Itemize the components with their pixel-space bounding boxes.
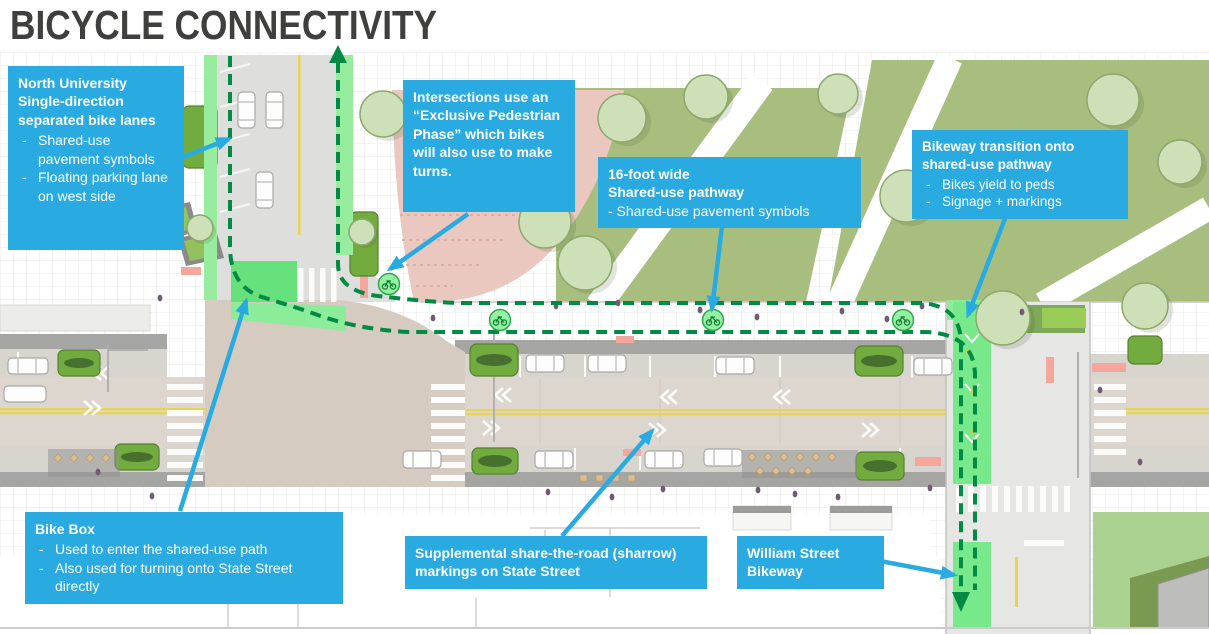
arrow-exclusive-ped-phase [386, 212, 470, 272]
arrow-shared-use-pathway [706, 225, 725, 313]
callout-text: William Street Bikeway [747, 545, 840, 580]
callout-bullet: Also used for turning onto State Street … [35, 559, 333, 596]
callout-heading: Bikeway transition onto shared-use pathw… [922, 139, 1075, 172]
buildings-and-park [0, 304, 1209, 629]
slide-footer-line [0, 627, 1209, 629]
bike-box-marker [231, 261, 297, 302]
callout-bullet-list: Bikes yield to peds Signage + markings [922, 176, 1118, 212]
william-bikeway-lower [953, 542, 991, 628]
bike-lane-west [204, 55, 217, 300]
callout-bullet: Shared-use pavement symbols [18, 131, 174, 168]
callout-bullet: Bikes yield to peds [922, 176, 1118, 194]
outdoor-dining [48, 449, 858, 482]
callout-bullet: Signage + markings [922, 193, 1118, 211]
bike-lane-east [336, 55, 353, 255]
callout-arrows [169, 136, 1009, 580]
callout-text: Intersections use an “Exclusive Pedestri… [413, 89, 561, 179]
page-title: BICYCLE CONNECTIVITY [10, 2, 438, 48]
callout-text: Supplemental share-the-road (sharrow) ma… [415, 545, 677, 580]
callout-shared-use-pathway: 16-foot wide Shared-use pathway - Shared… [598, 157, 861, 229]
bike-pavement-symbols [377, 272, 915, 332]
callout-bullet: Used to enter the shared-use path [35, 540, 333, 559]
callout-heading: Bike Box [35, 521, 95, 537]
callout-sharrow: Supplemental share-the-road (sharrow) ma… [405, 536, 707, 589]
callout-heading: North University Single-direction separa… [18, 75, 156, 128]
callout-heading-line1: 16-foot wide [608, 166, 690, 182]
bike-route-northbound [336, 62, 963, 588]
callout-bike-box: Bike Box Used to enter the shared-use pa… [25, 512, 343, 604]
sharrow-markings [83, 365, 880, 438]
arrow-william-street [879, 558, 958, 580]
callout-north-university: North University Single-direction separa… [8, 66, 184, 250]
callout-heading-line2: Shared-use pathway [608, 184, 745, 201]
callout-bullet: Floating parking lane on west side [18, 168, 174, 205]
callout-note: - Shared-use pavement symbols [608, 202, 810, 219]
route-arrow-down [952, 592, 970, 612]
arrow-bikeway-transition [965, 215, 1009, 319]
callout-bullet-list: Used to enter the shared-use path Also u… [35, 540, 333, 595]
callout-exclusive-ped-phase: Intersections use an “Exclusive Pedestri… [403, 80, 575, 212]
bike-route [228, 45, 977, 612]
callout-william-street: William Street Bikeway [737, 536, 884, 589]
parked-cars [3, 91, 953, 469]
callout-bullet-list: Shared-use pavement symbols Floating par… [18, 131, 174, 205]
arrow-sharrow [560, 427, 655, 538]
arrow-bike-box [177, 297, 249, 512]
callout-bikeway-transition: Bikeway transition onto shared-use pathw… [912, 130, 1128, 220]
route-arrow-up [329, 45, 347, 63]
bike-route-southbound [228, 56, 977, 590]
